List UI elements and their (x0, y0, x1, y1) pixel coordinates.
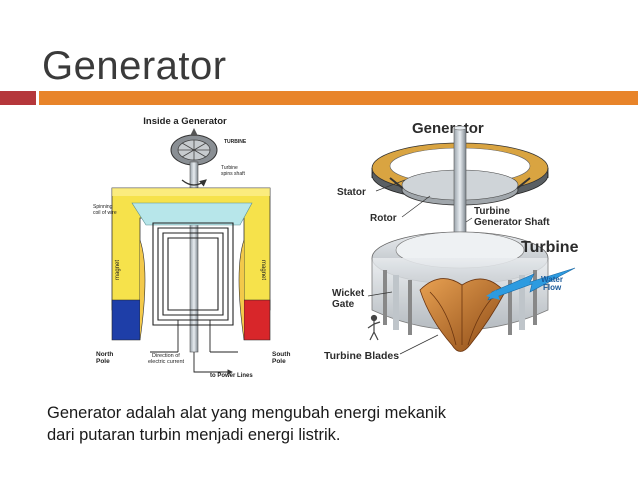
wicket-gate-label-2: Gate (332, 299, 355, 310)
left-shaft-label-2: spins shaft (221, 171, 246, 177)
title-accent-bar-red (0, 91, 36, 105)
rotor-label: Rotor (370, 213, 397, 224)
slide-title: Generator (42, 44, 227, 88)
left-turbine-label: TURBINE (224, 139, 247, 145)
shaft-label-1: Turbine (474, 206, 510, 217)
wicket-gate-label-1: Wicket (332, 288, 365, 299)
left-shaft-label-1: Turbine (221, 165, 238, 171)
south-pole-label-1: South (272, 351, 290, 358)
water-flow-label-1: Water (541, 275, 563, 284)
south-pole-label-2: Pole (272, 358, 286, 365)
coil-label-1: Spinning (93, 204, 113, 210)
turbine-label: Turbine (521, 239, 579, 256)
turbine-blades-label: Turbine Blades (324, 350, 399, 362)
caption-line-2: dari putaran turbin menjadi energi listr… (47, 426, 341, 444)
direction-label-2: electric current (148, 359, 185, 365)
left-diagram-title: Inside a Generator (143, 116, 227, 127)
caption-line-1: Generator adalah alat yang mengubah ener… (47, 404, 447, 422)
direction-label-1: Direction of (152, 353, 180, 359)
north-pole-label-1: North (96, 351, 113, 358)
left-diagram-inside-generator: Inside a Generator TURBINE Turbine spins… (82, 110, 308, 386)
north-pole-label-2: Pole (96, 358, 110, 365)
magnet-left-label: magnet (115, 260, 121, 280)
right-generator-label: Generator (412, 120, 484, 137)
magnet-right-label: magnet (260, 260, 266, 280)
slide-caption: Generator adalah alat yang mengubah ener… (47, 402, 607, 446)
right-diagram-hydro-turbine: Generator Stator Rotor Turbine Generator… (324, 120, 579, 362)
spinning-coil (152, 222, 234, 326)
north-pole-block (111, 299, 141, 341)
power-lines-label: to Power Lines (210, 373, 253, 379)
title-accent-bar-orange (39, 91, 638, 105)
coil-plane (131, 202, 253, 226)
south-pole-block (243, 299, 271, 341)
water-flow-label-2: Flow (543, 283, 562, 292)
stator-label: Stator (337, 187, 366, 198)
person-scale-icon (367, 314, 381, 341)
shaft-label-2: Generator Shaft (474, 217, 550, 228)
coil-label-2: coil of wire (93, 210, 117, 216)
water-flow-arrow (486, 267, 576, 301)
